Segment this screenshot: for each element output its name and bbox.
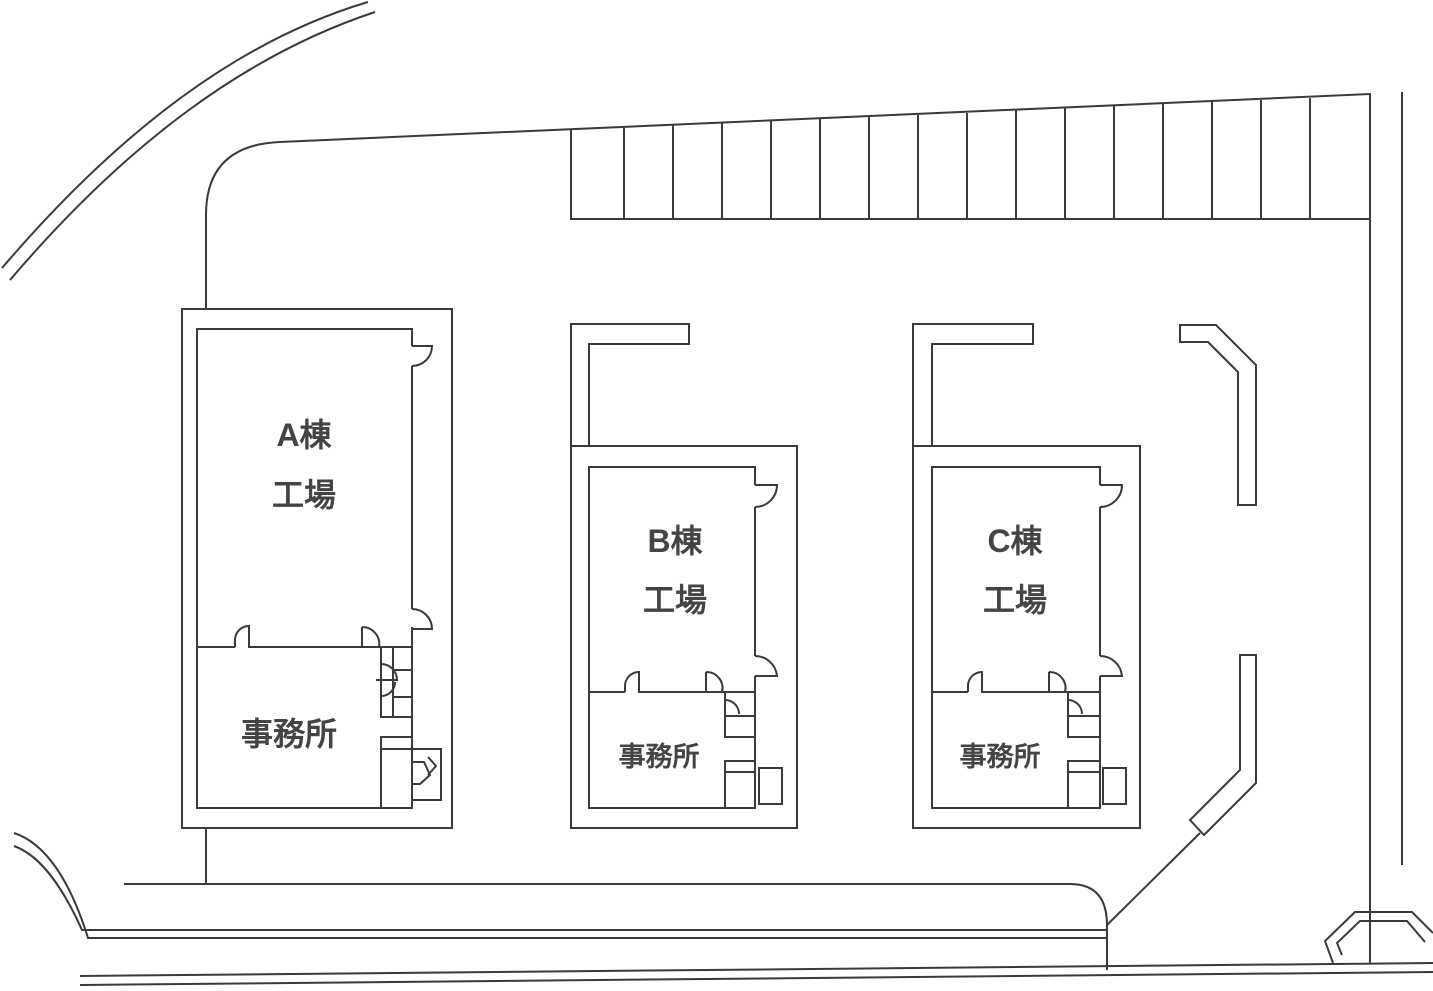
driveway-south	[124, 832, 1201, 970]
building-b-subtitle: 工場	[643, 582, 707, 618]
building-c-office: 事務所	[960, 742, 1041, 772]
planter-right-upper	[1179, 324, 1257, 506]
building-a-office: 事務所	[241, 716, 337, 752]
parking-lot	[570, 98, 1370, 220]
building-c-title: C棟	[987, 523, 1043, 559]
building-a-title: A棟	[276, 417, 332, 453]
building-b-office: 事務所	[619, 742, 700, 772]
building-c-subtitle: 工場	[983, 582, 1047, 618]
road-frontage-bottom	[13, 832, 1433, 986]
planter-right-lower	[1188, 654, 1257, 837]
building-a-subtitle: 工場	[272, 477, 336, 513]
road-curve-top-left	[1, 1, 376, 281]
entrance-island	[1323, 911, 1433, 964]
building-a	[181, 308, 453, 884]
site-boundary-top	[205, 92, 1371, 963]
building-b	[570, 323, 798, 829]
building-c	[912, 323, 1141, 829]
building-b-title: B棟	[647, 523, 703, 559]
